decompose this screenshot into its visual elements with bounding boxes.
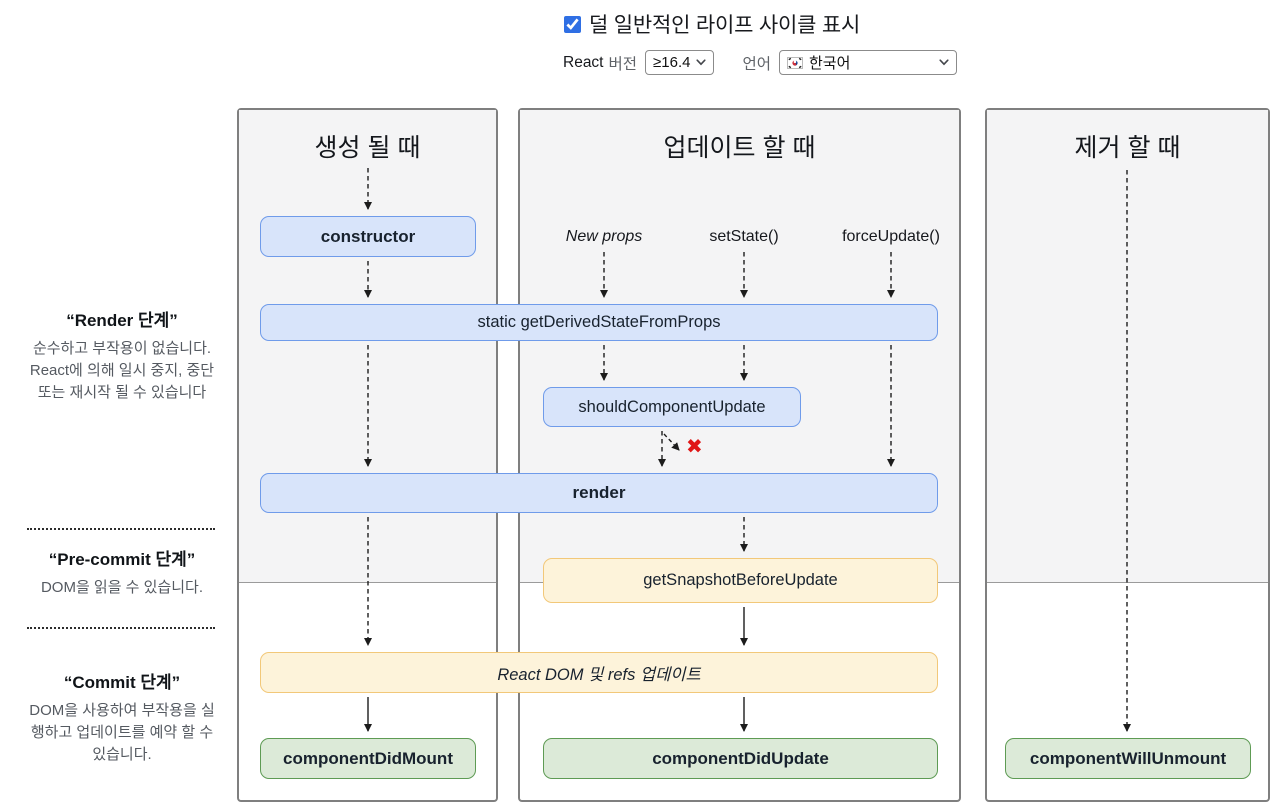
toggle-row: 덜 일반적인 라이프 사이클 표시: [564, 9, 860, 39]
update-aborted-x-icon: ✖: [686, 436, 703, 458]
render-box[interactable]: render: [260, 473, 938, 513]
forceupdate-label[interactable]: forceUpdate(): [842, 228, 940, 245]
unmount-column-panel: 제거 할 때: [985, 108, 1270, 802]
language-label: 언어: [742, 55, 771, 73]
render-phase-title: “Render 단계”: [66, 311, 178, 330]
componentdidmount-box[interactable]: componentDidMount: [260, 738, 476, 779]
getsnapshotbeforeupdate-box[interactable]: getSnapshotBeforeUpdate: [543, 558, 938, 603]
precommit-phase-desc: DOM을 읽을 수 있습니다.: [40, 579, 204, 596]
react-version-select[interactable]: ≥16.4: [645, 50, 715, 75]
getderivedstatefromprops-box[interactable]: static getDerivedStateFromProps: [260, 304, 938, 341]
less-common-lifecycles-checkbox[interactable]: [564, 15, 581, 33]
react-label: React: [563, 53, 604, 71]
update-column-panel: 업데이트 할 때: [518, 108, 961, 802]
mount-column-panel: 생성 될 때: [237, 108, 498, 802]
react-dom-refs-update-box: React DOM 및 refs 업데이트: [260, 652, 938, 693]
commit-phase-note: “Commit 단계” DOM을 사용하여 부작용을 실행하고 업데이트를 예약…: [26, 668, 218, 765]
chevron-down-icon: [939, 59, 949, 66]
phase-divider-top: [27, 528, 215, 530]
componentdidupdate-box[interactable]: componentDidUpdate: [543, 738, 938, 779]
react-version-value: ≥16.4: [653, 54, 691, 71]
unmount-render-phase-area: [987, 110, 1268, 583]
new-props-label: New props: [565, 228, 643, 245]
precommit-phase-note: “Pre-commit 단계” DOM을 읽을 수 있습니다.: [26, 545, 218, 599]
language-value: 한국어: [809, 55, 851, 72]
commit-phase-desc: DOM을 사용하여 부작용을 실행하고 업데이트를 예약 할 수 있습니다.: [29, 702, 215, 763]
chevron-down-icon: [696, 59, 707, 66]
unmount-column-title: 제거 할 때: [1074, 134, 1181, 162]
render-phase-desc: 순수하고 부작용이 없습니다. React에 의해 일시 중지, 중단 또는 재…: [29, 340, 215, 401]
constructor-box[interactable]: constructor: [260, 216, 476, 257]
toggle-label: 덜 일반적인 라이프 사이클 표시: [589, 14, 861, 37]
version-label: 버전: [608, 55, 638, 73]
settings-row: React 버전 ≥16.4 언어: [563, 50, 957, 75]
update-column-title: 업데이트 할 때: [663, 134, 816, 162]
setstate-label[interactable]: setState(): [709, 228, 779, 245]
korea-flag-icon: [787, 56, 803, 69]
precommit-phase-title: “Pre-commit 단계”: [48, 550, 196, 569]
componentwillunmount-box[interactable]: componentWillUnmount: [1005, 738, 1251, 779]
shouldcomponentupdate-box[interactable]: shouldComponentUpdate: [543, 387, 801, 427]
phase-divider-bottom: [27, 627, 215, 629]
render-phase-note: “Render 단계” 순수하고 부작용이 없습니다. React에 의해 일시…: [26, 306, 218, 403]
commit-phase-title: “Commit 단계”: [63, 673, 181, 692]
language-select[interactable]: 한국어: [779, 50, 957, 75]
mount-column-title: 생성 될 때: [314, 134, 421, 162]
